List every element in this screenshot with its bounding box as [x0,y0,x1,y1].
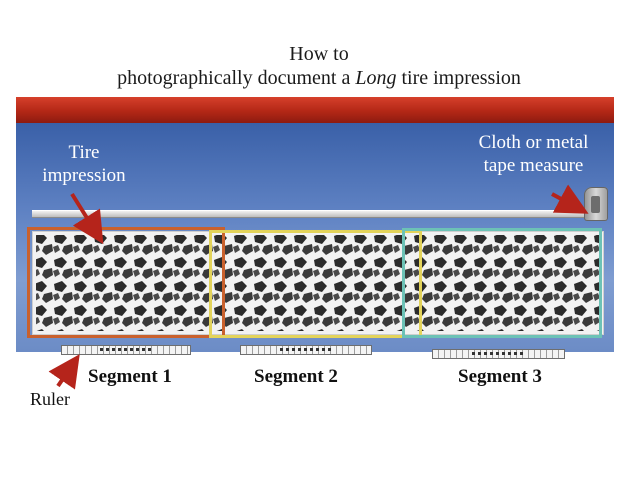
segment-3-label: Segment 3 [458,366,542,387]
segment-2-label: Segment 2 [254,366,338,387]
tape-measure-arrow [551,184,589,214]
tire-impression-label-line-2: impression [42,165,126,186]
title-emphasis: Long [355,67,397,89]
ruler-segment-1 [61,345,191,355]
tread-pattern [36,235,600,331]
tape-measure-label-line-1: Cloth or metal [478,132,589,153]
segment-2-frame [209,230,422,338]
tire-tread [32,231,604,335]
ruler-label: Ruler [30,389,70,409]
tape-measure-label: Cloth or metal tape measure [456,131,611,177]
tape-measure [32,210,588,218]
tire-impression-label-line-1: Tire [68,142,100,163]
segment-3-frame [402,228,602,338]
ruler-arrow [48,354,80,390]
segment-1-label: Segment 1 [88,366,172,387]
title-text-before: photographically document a [117,67,356,89]
ruler-segment-2 [240,345,372,355]
title-text-after: tire impression [396,67,521,89]
title-line-2: photographically document a Long tire im… [0,66,638,90]
title-line-1: How to [289,43,349,65]
diagram-panel: Tire impression Cloth or metal tape meas… [16,97,614,352]
tire-impression-arrow [70,192,104,245]
tire-impression-label: Tire impression [24,141,144,187]
tape-measure-label-line-2: tape measure [483,155,584,176]
tape-case-slot [591,196,600,213]
segment-1-frame [27,227,225,338]
red-banner [16,97,614,123]
ruler-segment-3 [432,349,565,359]
